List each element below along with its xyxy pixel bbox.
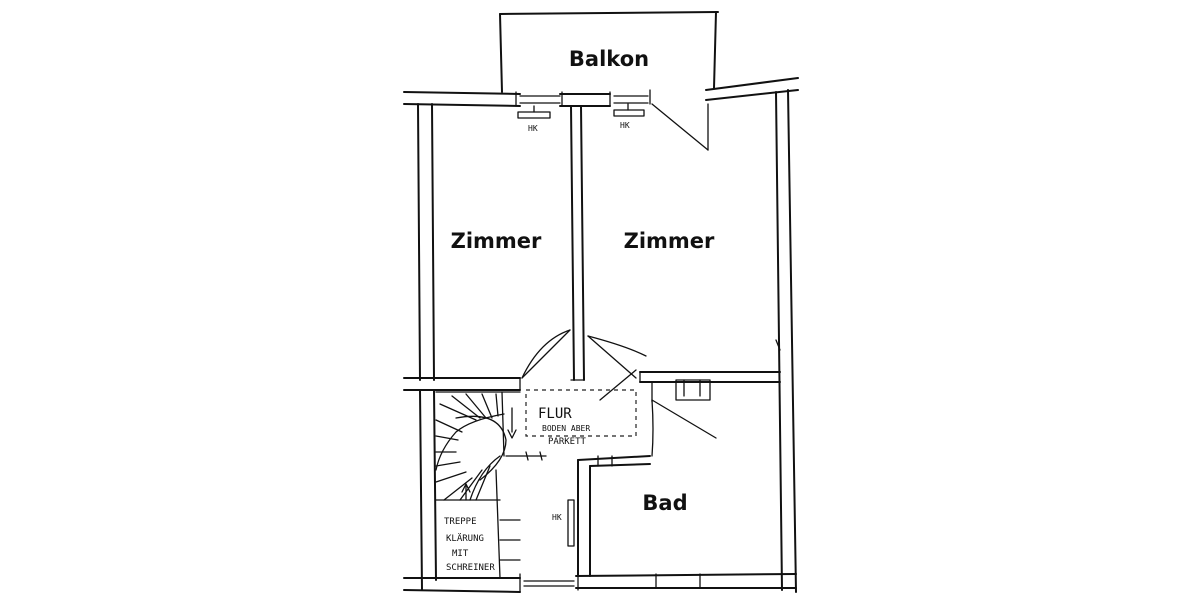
left-exterior-wall	[417, 103, 437, 591]
balcony-outline	[499, 11, 719, 93]
staircase	[435, 391, 547, 579]
hallway-note-title: FLUR	[538, 406, 572, 422]
door-left-room	[521, 329, 571, 379]
bottom-exterior-wall	[403, 571, 797, 593]
stair-note-line1: TREPPE	[444, 517, 477, 527]
hallway-note-line2: BODEN ABER	[542, 424, 590, 433]
stair-note-line2: KLÄRUNG	[446, 533, 484, 544]
radiator-left	[517, 105, 551, 119]
radiator-label-hallway: HK	[552, 513, 562, 522]
radiator-label-right: HK	[620, 121, 630, 130]
door-bathroom	[651, 381, 717, 457]
room-divider-wall	[570, 105, 585, 381]
door-right-room	[587, 335, 647, 379]
hallway-top-wall-left	[403, 377, 521, 391]
room-left-label: Zimmer	[451, 229, 542, 253]
balcony-label: Balkon	[569, 47, 649, 71]
door-balcony	[651, 103, 709, 151]
hallway-note-line3: PARKETT	[548, 437, 587, 447]
bathroom-walls	[577, 455, 651, 577]
stair-note-line3: MIT	[452, 549, 469, 559]
right-exterior-wall	[775, 89, 797, 593]
radiator-label-left: HK	[528, 124, 538, 133]
bathroom-top-wall	[639, 371, 781, 401]
stair-note-line4: SCHREINER	[446, 563, 495, 573]
room-right-label: Zimmer	[624, 229, 715, 253]
radiator-hallway	[567, 499, 575, 547]
top-exterior-wall	[403, 77, 799, 107]
hallway-dashed-area	[525, 369, 637, 437]
bathroom-label: Bad	[642, 491, 687, 515]
radiator-right	[613, 103, 645, 117]
